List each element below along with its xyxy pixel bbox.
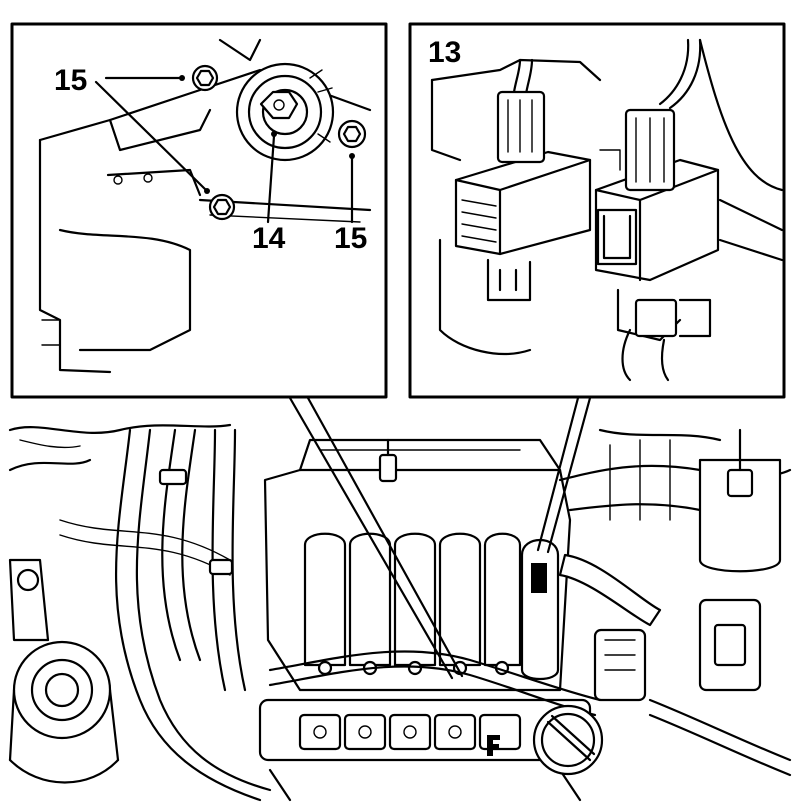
callout-14: 14 bbox=[252, 222, 286, 255]
electrical-connector-left bbox=[454, 90, 592, 302]
right-components bbox=[558, 428, 792, 777]
bolt-top-left bbox=[191, 64, 219, 92]
bolt-lower-left bbox=[208, 193, 236, 221]
electrical-connector-right bbox=[594, 108, 720, 382]
engine-bay-drawing bbox=[8, 423, 792, 802]
callout-15-right: 15 bbox=[334, 222, 367, 255]
oil-filler-cap bbox=[532, 704, 604, 776]
intake-manifold bbox=[263, 438, 572, 692]
bolt-right bbox=[337, 119, 367, 149]
callout-13: 13 bbox=[428, 36, 461, 69]
actuator-pulley bbox=[235, 62, 335, 162]
engine-mount bbox=[8, 558, 120, 784]
left-inset: 15 14 15 bbox=[10, 22, 388, 399]
right-inset: 13 bbox=[408, 22, 786, 399]
callout-15-top: 15 bbox=[54, 64, 87, 97]
fuel-rail bbox=[258, 650, 602, 802]
leader-lines bbox=[288, 396, 592, 680]
hose-bundle bbox=[59, 428, 272, 802]
